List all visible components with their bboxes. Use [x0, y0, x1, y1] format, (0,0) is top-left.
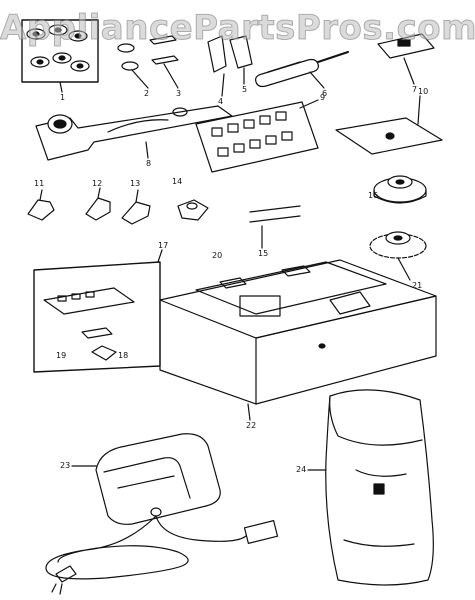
callout-9: 9: [320, 93, 326, 102]
callout-10: 10: [418, 87, 429, 96]
callout-12: 12: [92, 179, 103, 188]
callout-6: 6: [322, 89, 328, 98]
callout-21: 21: [412, 281, 423, 290]
callout-22: 22: [246, 421, 257, 430]
inset-part-17: [33, 249, 163, 373]
callout-2: 2: [144, 89, 150, 98]
storage-bag-part-24: [307, 389, 434, 586]
callout-5: 5: [242, 85, 248, 94]
callout-13: 13: [130, 179, 141, 188]
callout-23: 23: [60, 461, 71, 470]
cam-holder-part-9: [195, 99, 319, 173]
pins-part-3: [149, 35, 179, 89]
callout-14: 14: [172, 177, 183, 186]
callout-8: 8: [146, 159, 152, 168]
foot-control-part-23: [45, 433, 279, 595]
accessory-box-part-22: [159, 259, 437, 421]
presser-feet-11-14: [27, 187, 209, 225]
callout-1: 1: [60, 93, 66, 102]
washers-part-2: [117, 43, 149, 89]
callout-4: 4: [218, 97, 224, 106]
callout-11: 11: [34, 179, 45, 188]
bobbins-part-1: [21, 19, 99, 93]
screwdriver-part-6: [255, 51, 349, 89]
blades-part-4-5: [207, 35, 253, 97]
callout-19: 19: [56, 351, 67, 360]
callout-16: 16: [368, 191, 379, 200]
spool-part-16: [373, 175, 427, 204]
gear-part-21: [369, 231, 427, 281]
callout-18: 18: [118, 351, 129, 360]
callout-17: 17: [158, 241, 169, 250]
needle-plate-part-10: [335, 95, 443, 155]
callout-15: 15: [258, 249, 269, 258]
rods-part-15: [249, 205, 301, 249]
callout-24: 24: [296, 465, 307, 474]
callout-20: 20: [212, 251, 223, 260]
attachment-arm-part-8: [35, 105, 233, 161]
callout-3: 3: [176, 89, 182, 98]
plate-part-7: [377, 33, 435, 85]
callout-7: 7: [412, 85, 418, 94]
